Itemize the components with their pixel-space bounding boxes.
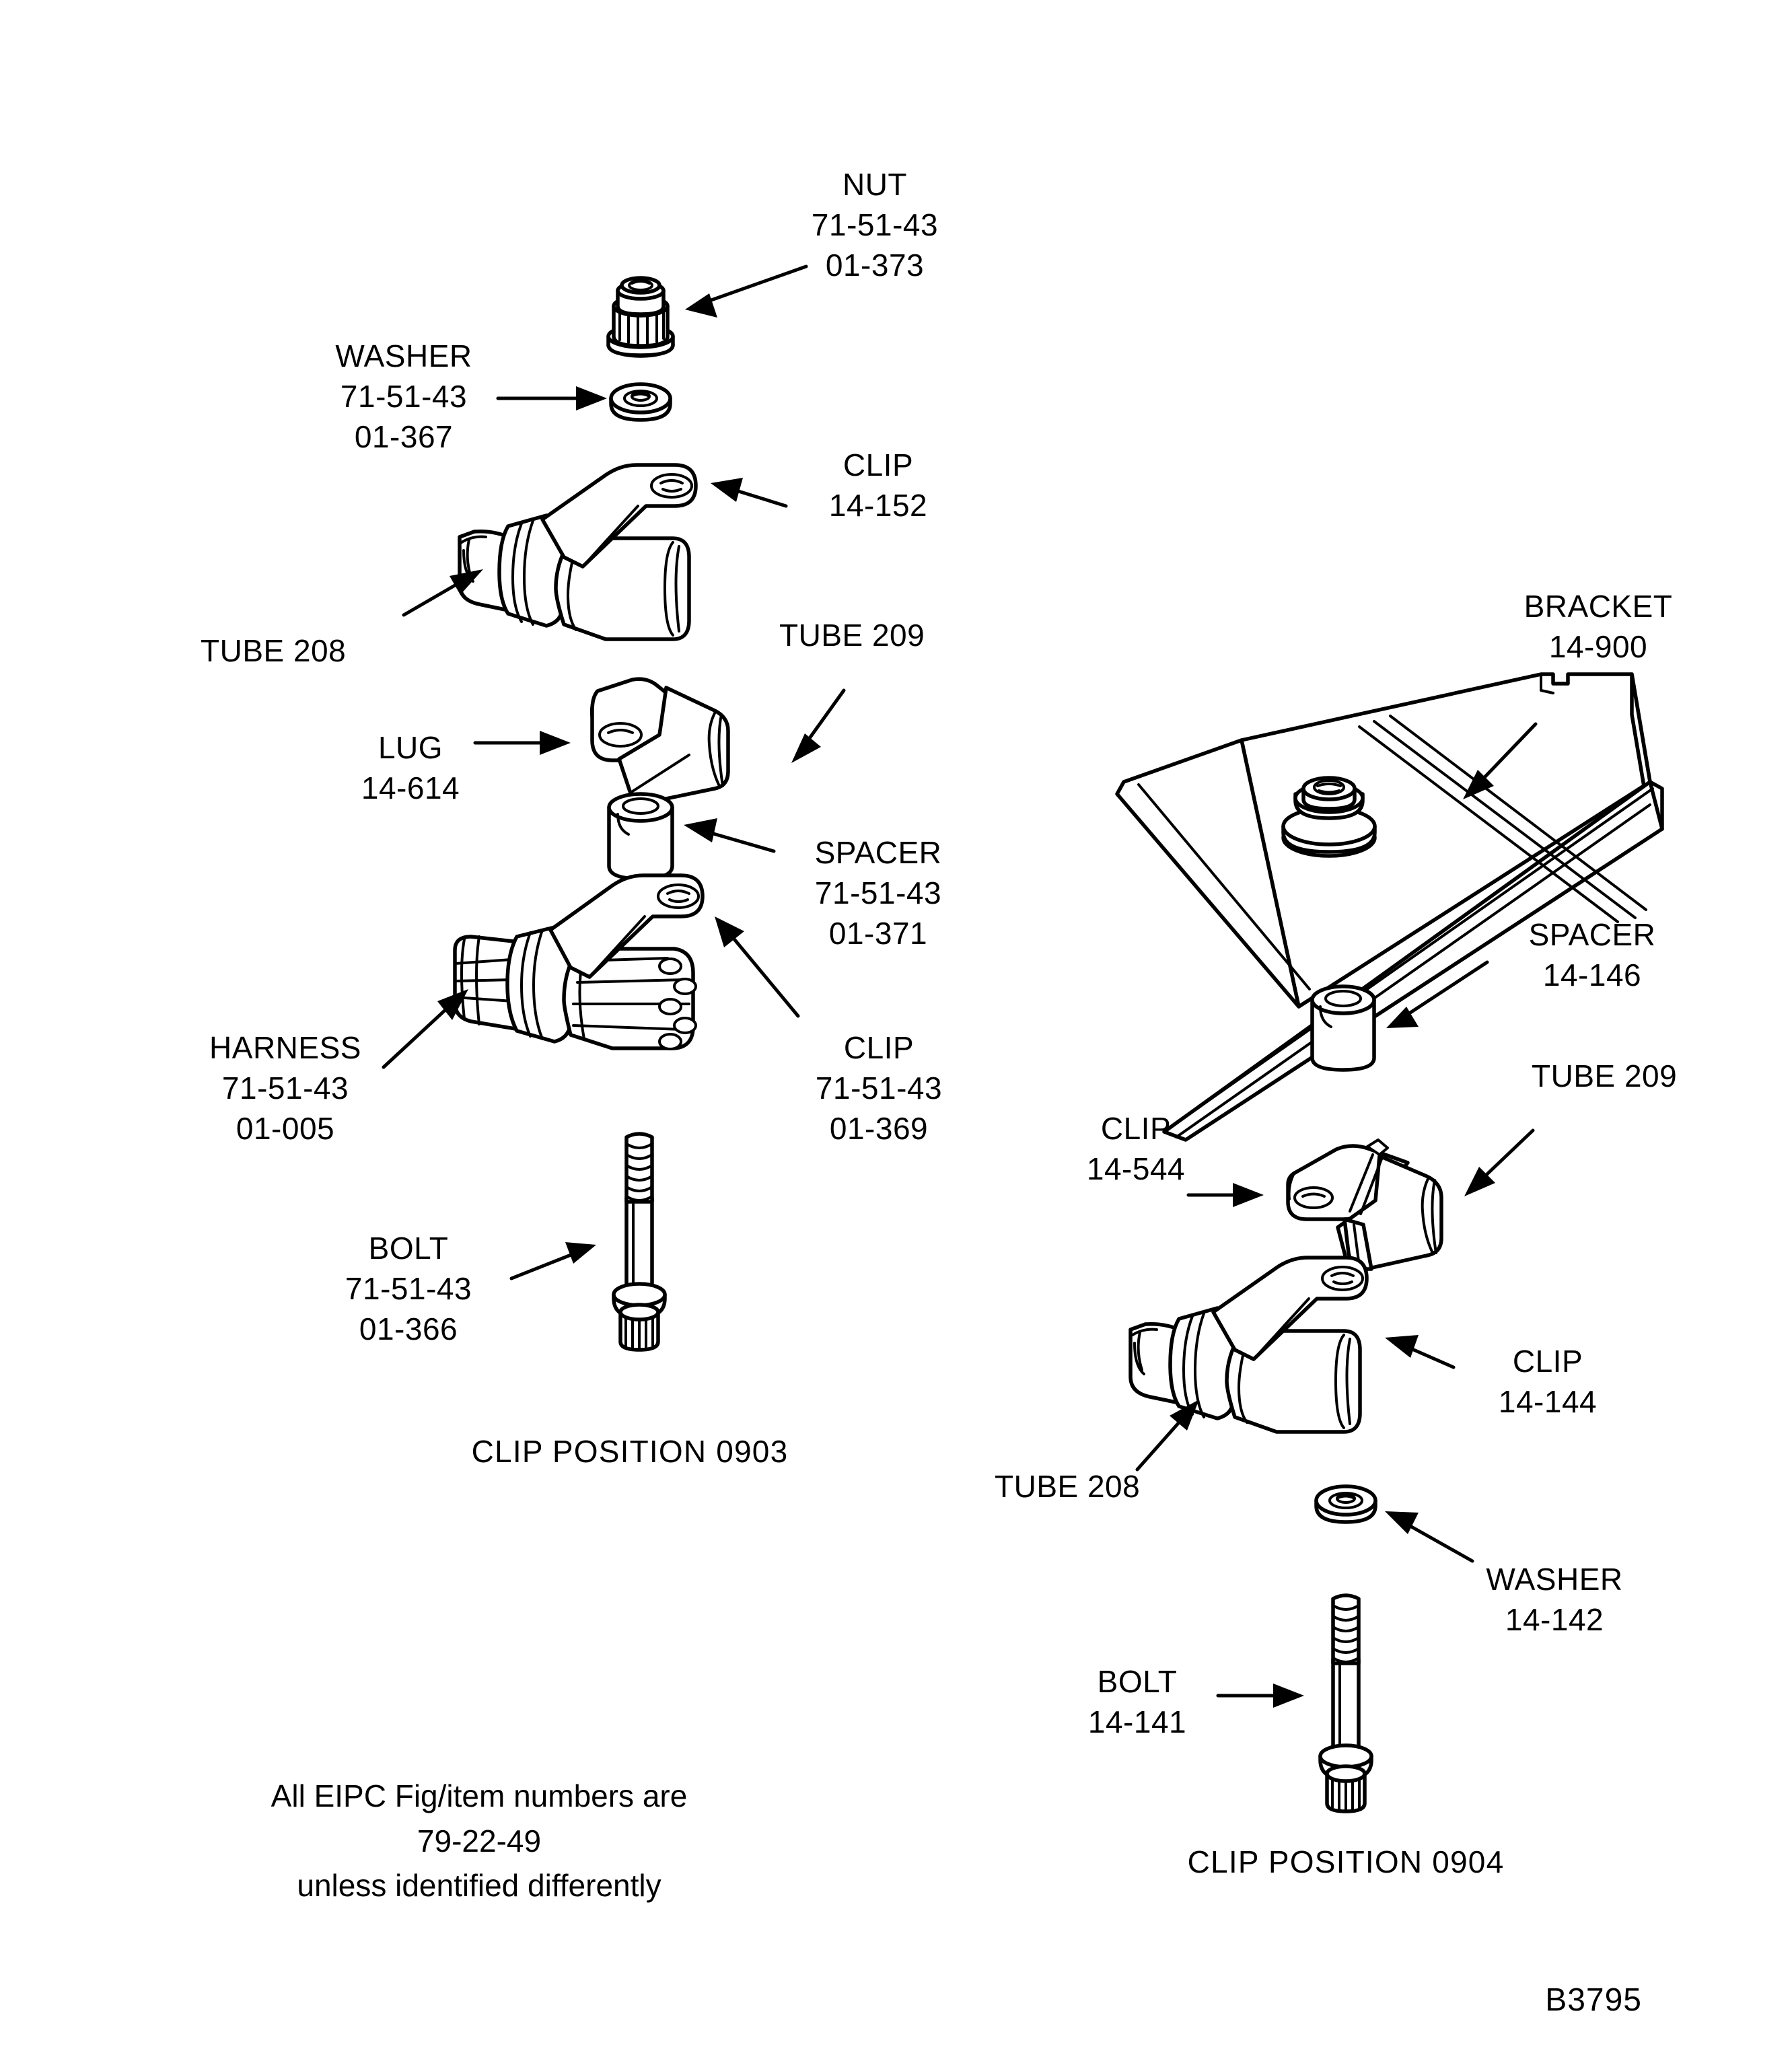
washer-left-callout-arrow — [496, 386, 607, 410]
callout-washer-left-name: WASHER — [335, 338, 472, 373]
callout-washer-left-line2: 71-51-43 — [340, 378, 468, 414]
nut-callout-arrow — [685, 264, 808, 318]
callout-spacer-left-line3: 01-371 — [828, 915, 928, 951]
callout-lug-name: LUG — [378, 730, 443, 765]
eipc-note-block: All EIPC Fig/item numbers are 79-22-49 u… — [271, 1774, 688, 1908]
callout-bolt-left: BOLT 71-51-43 01-366 — [345, 1229, 472, 1349]
callout-tube208-left: TUBE 208 — [201, 631, 346, 672]
callout-nut: NUT 71-51-43 01-373 — [812, 165, 938, 285]
callout-clip-01369-line3: 01-369 — [829, 1110, 929, 1146]
washer-left-part-drawing — [609, 382, 672, 422]
callout-bolt-right-line2: 14-141 — [1087, 1704, 1187, 1739]
eipc-note-line-1: All EIPC Fig/item numbers are — [271, 1778, 688, 1813]
callout-washer-left: WASHER 71-51-43 01-367 — [335, 336, 472, 457]
callout-clip-14544: CLIP 14-544 — [1087, 1109, 1185, 1190]
callout-tube208-right-name: TUBE 208 — [995, 1469, 1141, 1504]
callout-clip-01369: CLIP 71-51-43 01-369 — [816, 1028, 942, 1149]
callout-washer-left-line3: 01-367 — [354, 419, 454, 454]
callout-bracket-line2: 14-900 — [1548, 628, 1648, 664]
callout-tube209-right-name: TUBE 209 — [1532, 1058, 1678, 1093]
washer-right-part-drawing — [1314, 1484, 1474, 1563]
callout-bolt-left-line3: 01-366 — [359, 1311, 458, 1346]
bracket-grommet-drawing — [1281, 776, 1377, 858]
bolt-right-part-drawing — [1216, 1593, 1373, 1813]
callout-bolt-left-name: BOLT — [368, 1231, 449, 1266]
bolt-left-part-drawing — [509, 1132, 667, 1352]
figure-id: B3795 — [1545, 1982, 1642, 2018]
callout-bolt-right: BOLT 14-141 — [1088, 1662, 1186, 1743]
callout-harness-name: HARNESS — [209, 1030, 361, 1065]
callout-nut-line2: 71-51-43 — [811, 207, 939, 242]
callout-clip-14144: CLIP 14-144 — [1499, 1342, 1597, 1422]
callout-spacer-right-name: SPACER — [1528, 917, 1656, 952]
callout-bracket-name: BRACKET — [1524, 589, 1673, 624]
clip-position-title-left: CLIP POSITION 0903 — [471, 1434, 789, 1469]
callout-clip-14144-name: CLIP — [1512, 1344, 1583, 1379]
callout-washer-right-name: WASHER — [1486, 1562, 1623, 1597]
callout-clip-01369-name: CLIP — [843, 1030, 915, 1065]
callout-clip-14544-name: CLIP — [1100, 1111, 1172, 1146]
callout-harness: HARNESS 71-51-43 01-005 — [209, 1028, 361, 1149]
callout-spacer-right: SPACER 14-146 — [1529, 915, 1656, 996]
callout-spacer-left: SPACER 71-51-43 01-371 — [815, 833, 942, 953]
callout-clip-14144-line2: 14-144 — [1498, 1383, 1598, 1419]
eipc-note-line-3: unless identified differently — [297, 1868, 661, 1904]
nut-part-drawing — [606, 276, 675, 358]
spacer-left-part-drawing — [607, 792, 776, 881]
callout-bolt-right-name: BOLT — [1097, 1664, 1178, 1699]
callout-clip-01369-line2: 71-51-43 — [815, 1070, 943, 1106]
callout-tube209-left: TUBE 209 — [779, 616, 925, 656]
callout-washer-right: WASHER 14-142 — [1486, 1560, 1622, 1640]
callout-washer-right-line2: 14-142 — [1505, 1601, 1604, 1637]
callout-clip-14152: CLIP 14-152 — [829, 445, 927, 526]
clip-14152-callout-arrow — [711, 478, 788, 508]
callout-spacer-left-name: SPACER — [814, 835, 942, 870]
harness-clip-assembly-drawing — [382, 873, 800, 1069]
callout-lug: LUG 14-614 — [361, 728, 460, 809]
callout-clip-14152-line2: 14-152 — [828, 487, 928, 523]
callout-harness-line3: 01-005 — [236, 1110, 335, 1146]
callout-spacer-left-line2: 71-51-43 — [814, 875, 942, 910]
callout-tube208-right: TUBE 208 — [995, 1467, 1140, 1507]
callout-spacer-right-line2: 14-146 — [1542, 957, 1642, 992]
callout-harness-line2: 71-51-43 — [221, 1070, 349, 1106]
callout-tube209-left-name: TUBE 209 — [779, 618, 925, 653]
callout-lug-line2: 14-614 — [361, 770, 460, 805]
clip-14144-assembly-drawing — [1128, 1256, 1456, 1472]
clip-14152-assembly-drawing — [402, 463, 698, 641]
callout-nut-line3: 01-373 — [825, 247, 925, 283]
callout-bracket: BRACKET 14-900 — [1524, 587, 1673, 667]
lug-tube209-part-drawing — [473, 677, 846, 804]
callout-clip-14544-line2: 14-544 — [1086, 1151, 1186, 1186]
callout-clip-14152-name: CLIP — [843, 447, 914, 482]
clip-14544-assembly-drawing — [1186, 1128, 1535, 1271]
spacer-right-part-drawing — [1310, 960, 1489, 1072]
callout-tube208-left-name: TUBE 208 — [201, 633, 347, 668]
clip-position-title-right: CLIP POSITION 0904 — [1187, 1844, 1505, 1879]
callout-nut-name: NUT — [842, 167, 908, 202]
eipc-note-line-2: 79-22-49 — [417, 1823, 542, 1858]
callout-tube209-right: TUBE 209 — [1532, 1056, 1677, 1097]
callout-bolt-left-line2: 71-51-43 — [345, 1270, 472, 1306]
